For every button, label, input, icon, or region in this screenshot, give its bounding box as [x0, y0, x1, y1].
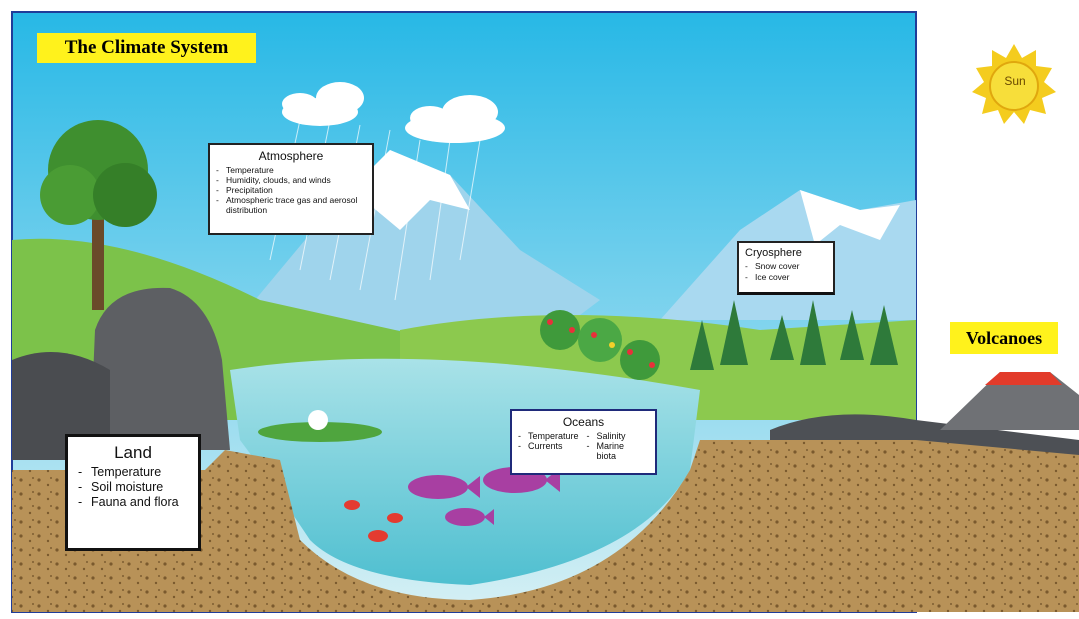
- land-list: Temperature Soil moisture Fauna and flor…: [78, 465, 188, 510]
- list-item: Marine biota: [587, 441, 643, 461]
- oceans-list-left: Temperature Currents: [518, 431, 579, 461]
- oceans-list-right: Salinity Marine biota: [587, 431, 643, 461]
- tree: [40, 120, 157, 310]
- land-heading: Land: [114, 443, 152, 462]
- sun-label: Sun: [1004, 74, 1026, 88]
- list-item: Fauna and flora: [78, 495, 188, 510]
- flower-bushes: [540, 310, 660, 380]
- oceans-heading: Oceans: [562, 415, 605, 429]
- list-item: Precipitation: [216, 185, 366, 195]
- rock: [90, 287, 230, 450]
- list-item: Atmospheric trace gas and aerosol distri…: [216, 195, 366, 215]
- list-item: Humidity, clouds, and winds: [216, 175, 366, 185]
- oceans-panel: Oceans Temperature Currents Salinity Mar…: [510, 409, 657, 475]
- cloud: [282, 82, 505, 143]
- atmosphere-panel: Atmosphere Temperature Humidity, clouds,…: [208, 143, 374, 235]
- pine-trees: [690, 300, 898, 370]
- cryosphere-heading: Cryosphere: [745, 247, 802, 259]
- list-item: Temperature: [518, 431, 579, 441]
- list-item: Currents: [518, 441, 579, 451]
- lily-pad: [258, 422, 382, 442]
- list-item: Soil moisture: [78, 480, 188, 495]
- list-item: Snow cover: [745, 261, 827, 272]
- diagram-title: The Climate System: [37, 33, 256, 63]
- atmosphere-list: Temperature Humidity, clouds, and winds …: [216, 165, 366, 215]
- cryosphere-panel: Cryosphere Snow cover Ice cover: [737, 241, 835, 295]
- land-panel: Land Temperature Soil moisture Fauna and…: [65, 434, 201, 551]
- sun-icon: [972, 44, 1056, 124]
- list-item: Ice cover: [745, 272, 827, 283]
- list-item: Temperature: [78, 465, 188, 480]
- water-lily: [308, 410, 328, 430]
- snow-mountains: [230, 150, 600, 330]
- atmosphere-heading: Atmosphere: [258, 149, 324, 163]
- volcanoes-label: Volcanoes: [950, 322, 1058, 354]
- soil-ground: [12, 440, 1079, 612]
- list-item: Salinity: [587, 431, 643, 441]
- cryosphere-list: Snow cover Ice cover: [745, 261, 827, 283]
- volcano: [940, 372, 1079, 430]
- list-item: Temperature: [216, 165, 366, 175]
